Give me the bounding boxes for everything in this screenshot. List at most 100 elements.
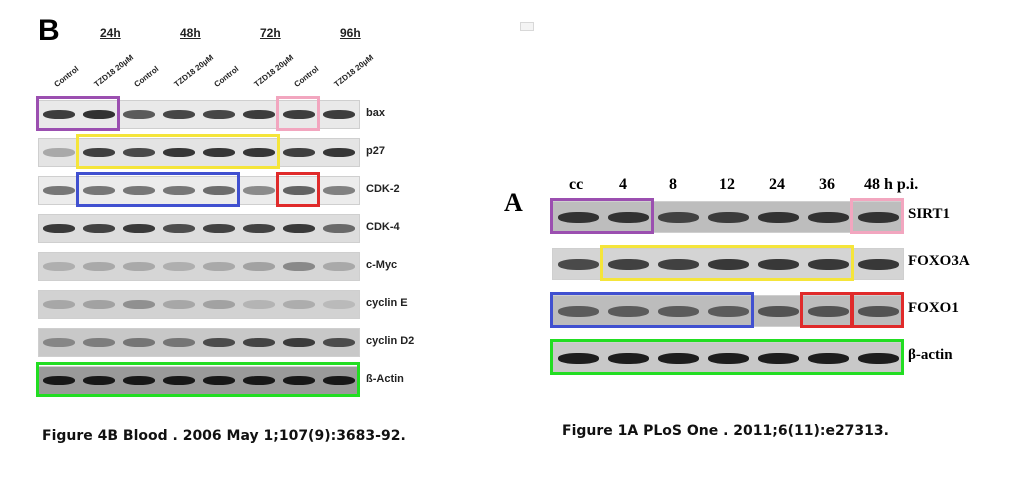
blot-band <box>707 211 749 223</box>
time-column-label: 24 <box>769 176 785 193</box>
blot-strip <box>552 342 904 374</box>
blot-band <box>807 352 849 364</box>
highlight-box <box>550 339 904 375</box>
highlight-box <box>276 172 320 207</box>
blot-band <box>122 224 156 233</box>
time-point-label: 48h <box>180 26 201 40</box>
blot-band <box>162 224 196 233</box>
blot-band <box>122 148 156 157</box>
highlight-box <box>36 362 360 397</box>
blot-band <box>242 110 276 119</box>
lane-label: Control <box>52 64 81 89</box>
blot-band <box>122 186 156 195</box>
blot-band <box>282 262 316 271</box>
blot-band <box>42 224 76 233</box>
blot-band <box>202 376 236 385</box>
time-column-label: 8 <box>669 176 677 193</box>
blot-band <box>162 338 196 347</box>
blot-band <box>42 148 76 157</box>
blot-band <box>322 300 356 309</box>
blot-row-label: β-actin <box>908 347 953 363</box>
blot-band <box>162 148 196 157</box>
highlight-box <box>276 96 320 131</box>
blot-strip <box>552 248 904 280</box>
highlight-box <box>600 245 854 281</box>
blot-row-label: SIRT1 <box>908 206 950 222</box>
blot-row-label: c-Myc <box>366 259 398 271</box>
blot-band <box>162 186 196 195</box>
blot-strip <box>38 214 360 243</box>
blot-band <box>607 211 649 223</box>
blot-band <box>242 224 276 233</box>
blot-band <box>707 258 749 270</box>
blot-band <box>82 148 116 157</box>
blot-band <box>42 376 76 385</box>
time-point-label: 24h <box>100 26 121 40</box>
highlight-box <box>36 96 120 131</box>
blot-strip <box>38 176 360 205</box>
blot-row-label: CDK-2 <box>366 183 400 195</box>
blot-band <box>122 376 156 385</box>
time-column-label: 4 <box>619 176 627 193</box>
blot-band <box>607 305 649 317</box>
blot-band <box>282 186 316 195</box>
blot-band <box>657 305 699 317</box>
blot-band <box>202 338 236 347</box>
blot-strip <box>38 252 360 281</box>
blot-row-label: p27 <box>366 145 385 157</box>
blot-band <box>857 352 899 364</box>
blot-band <box>162 110 196 119</box>
blot-band <box>282 376 316 385</box>
blot-band <box>82 110 116 119</box>
blot-band <box>202 262 236 271</box>
blot-band <box>757 352 799 364</box>
blot-band <box>322 224 356 233</box>
small-placeholder-mark <box>520 22 534 31</box>
blot-band <box>202 300 236 309</box>
highlight-box <box>800 292 854 328</box>
blot-band <box>242 376 276 385</box>
figure-1a-caption: Figure 1A PLoS One . 2011;6(11):e27313. <box>562 423 889 439</box>
blot-row-label: FOXO3A <box>908 253 970 269</box>
blot-band <box>82 300 116 309</box>
blot-row-label: ß-Actin <box>366 373 404 385</box>
blot-strip <box>38 328 360 357</box>
blot-strip <box>552 201 904 233</box>
lane-label: TZD18 20μM <box>92 52 136 89</box>
blot-band <box>82 224 116 233</box>
blot-band <box>557 211 599 223</box>
blot-band <box>242 338 276 347</box>
blot-band <box>322 110 356 119</box>
blot-band <box>757 258 799 270</box>
blot-band <box>857 258 899 270</box>
highlight-box <box>76 134 280 169</box>
time-column-label: 48 h p.i. <box>864 176 919 193</box>
blot-strip <box>38 290 360 319</box>
panel-letter-a: A <box>504 188 523 217</box>
lane-label: TZD18 20μM <box>172 52 216 89</box>
highlight-box <box>76 172 240 207</box>
blot-strip <box>38 100 360 129</box>
figure-4b-caption: Figure 4B Blood . 2006 May 1;107(9):3683… <box>42 428 406 444</box>
blot-band <box>657 258 699 270</box>
blot-band <box>707 305 749 317</box>
time-point-label: 72h <box>260 26 281 40</box>
blot-band <box>282 148 316 157</box>
blot-band <box>42 262 76 271</box>
blot-band <box>42 110 76 119</box>
blot-band <box>807 211 849 223</box>
blot-band <box>282 224 316 233</box>
blot-band <box>202 224 236 233</box>
blot-band <box>322 376 356 385</box>
time-point-label: 96h <box>340 26 361 40</box>
time-column-label: 12 <box>719 176 735 193</box>
blot-band <box>557 258 599 270</box>
blot-band <box>322 338 356 347</box>
blot-band <box>557 352 599 364</box>
blot-band <box>242 148 276 157</box>
blot-band <box>42 338 76 347</box>
blot-band <box>807 258 849 270</box>
blot-band <box>242 186 276 195</box>
